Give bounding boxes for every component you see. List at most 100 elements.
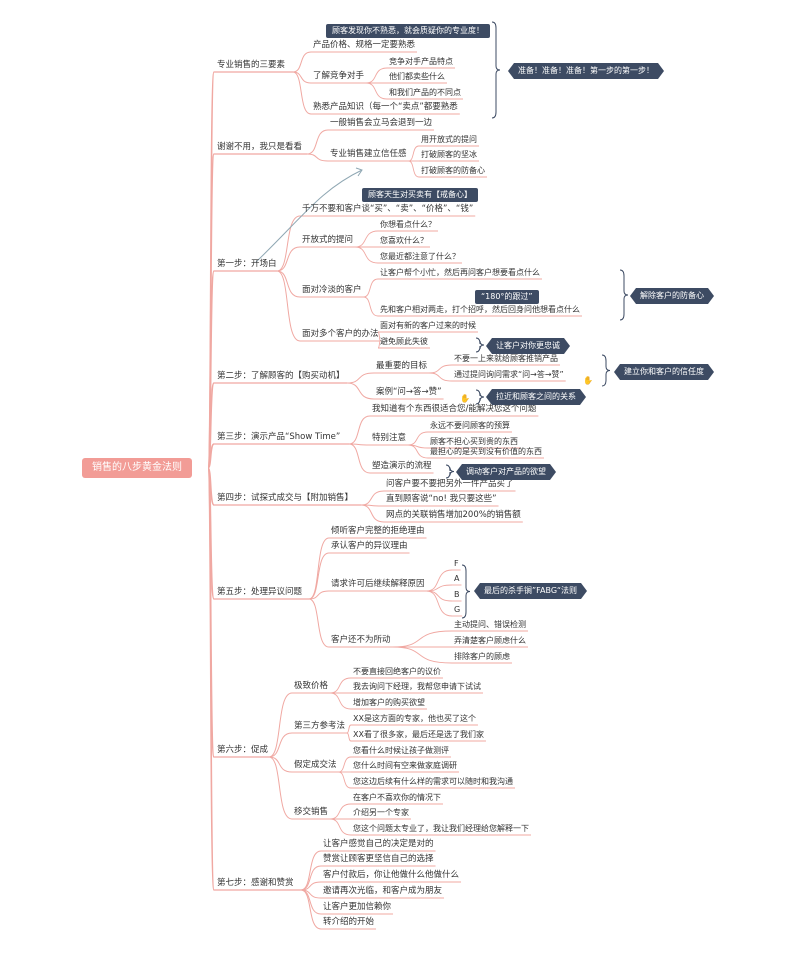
step-label: 第四步：试探式成交与【附加销售】 xyxy=(217,493,354,503)
step-to-branch-line xyxy=(300,865,322,891)
branch-to-leaf-line xyxy=(426,590,453,602)
branch-to-leaf-line xyxy=(429,364,453,374)
leaf-label: 顾客不担心买到贵的东西 xyxy=(430,437,518,446)
branch-label: 最重要的目标 xyxy=(376,361,428,371)
step-to-branch-line xyxy=(276,270,301,298)
step-to-branch-line xyxy=(308,590,330,600)
branch-to-leaf-line xyxy=(363,296,379,317)
step-label: 第六步：促成 xyxy=(217,745,269,755)
callout-note: 顾客发现你不熟悉，就会质疑你的专业度！ xyxy=(326,24,490,38)
step-to-branch-line xyxy=(360,504,385,523)
root-to-step-line xyxy=(207,467,215,891)
leaf-label: 他们都卖些什么 xyxy=(389,72,445,81)
step-to-branch-line xyxy=(306,129,329,155)
branch-to-leaf-line xyxy=(365,67,388,84)
callout-note: 顾客天生对买卖有【戒备心】 xyxy=(362,188,478,202)
branch-label: 第三方参考法 xyxy=(294,721,346,731)
leaf-label: 主动提问、错误检测 xyxy=(454,620,526,629)
leaf-label: G xyxy=(454,605,461,614)
summary-brace xyxy=(601,354,611,387)
summary-tag: 建立你和客户的信任度 xyxy=(614,364,714,380)
step-to-branch-line xyxy=(276,270,301,342)
leaf-label: 用开放式的提问 xyxy=(421,135,477,144)
step-to-branch-line xyxy=(268,756,293,820)
branch-to-leaf-line xyxy=(329,803,352,820)
branch-to-leaf-line xyxy=(408,160,420,178)
leaf-label: 让客户帮个小忙，然后再问客户想要看点什么 xyxy=(380,268,540,277)
branch-label: 客户还不为所动 xyxy=(331,635,391,645)
callout-note: “180°的跟过” xyxy=(475,290,539,304)
step-label: 谢谢不用，我只是看看 xyxy=(217,142,303,152)
branch-to-leaf-line xyxy=(426,590,453,617)
leaf-label: 您看什么时候让孩子做测评 xyxy=(353,746,449,755)
summary-brace xyxy=(491,21,501,119)
branch-to-leaf-line xyxy=(338,756,352,773)
branch-label: 极致价格 xyxy=(294,681,329,691)
branch-label: 塑造演示的流程 xyxy=(372,461,432,471)
leaf-label: 你想看点什么？ xyxy=(380,220,436,229)
branch-label: 让客户感觉自己的决定是对的 xyxy=(323,839,434,849)
branch-label: 承认客户的异议理由 xyxy=(331,541,408,551)
step-to-branch-line xyxy=(308,598,330,648)
branch-label: 专业销售建立信任感 xyxy=(330,149,407,159)
step-to-branch-line xyxy=(300,850,322,891)
leaf-label: 增加客户的购买欲望 xyxy=(353,698,425,707)
leaf-label: 避免顾此失彼 xyxy=(380,337,428,346)
summary-brace xyxy=(619,269,629,321)
branch-label: 千万不要和客户谈“买”、“卖”、“价格”、“钱” xyxy=(302,204,474,214)
leaf-label: 排除客户的顾虑 xyxy=(454,652,510,661)
branch-label: 面对多个客户的办法 xyxy=(302,329,379,339)
branch-to-leaf-line xyxy=(346,724,352,734)
step-to-branch-line xyxy=(348,443,371,474)
branch-label: 产品价格、规格一定要熟悉 xyxy=(313,40,416,50)
step-to-branch-line xyxy=(276,246,301,272)
step-label: 第七步：感谢和赞赏 xyxy=(217,878,294,888)
summary-brace xyxy=(475,389,485,405)
branch-to-leaf-line xyxy=(407,444,429,459)
step-to-branch-line xyxy=(308,537,330,600)
step-to-branch-line xyxy=(360,490,385,506)
hand-icon: ✋ xyxy=(460,394,470,403)
branch-label: 面对冷淡的客户 xyxy=(302,285,362,295)
leaf-label: 不要直接回绝客户的议价 xyxy=(353,667,441,676)
step-to-branch-line xyxy=(300,889,322,915)
leaf-label: 在客户不喜欢你的情况下 xyxy=(353,793,441,802)
branch-to-leaf-line xyxy=(426,569,453,592)
branch-label: 了解竞争对手 xyxy=(313,71,365,81)
step-to-branch-line xyxy=(268,756,293,773)
summary-tag: 最后的杀手锏”FABG“法则 xyxy=(474,583,587,599)
leaf-label: 弄清楚客户顾虑什么 xyxy=(454,636,526,645)
branch-to-leaf-line xyxy=(392,630,453,648)
branch-to-leaf-line xyxy=(329,692,352,710)
step-label: 第五步：处理异议问题 xyxy=(217,587,303,597)
leaf-label: 介绍另一个专家 xyxy=(353,808,409,817)
branch-label: 倾听客户完整的拒绝理由 xyxy=(331,526,425,536)
summary-tag: 让客户对你更忠诚 xyxy=(486,338,570,354)
leaf-label: 您喜欢什么？ xyxy=(380,236,428,245)
leaf-label: 我去询问下经理，我帮您申请下试试 xyxy=(353,682,481,691)
step-to-branch-line xyxy=(292,71,312,115)
step-to-branch-line xyxy=(292,51,312,73)
branch-label: 网点的关联销售增加200%的销售额 xyxy=(386,510,521,520)
branch-label: 转介绍的开始 xyxy=(323,917,375,927)
leaf-label: 竞争对手产品特点 xyxy=(389,57,453,66)
summary-brace xyxy=(475,337,485,353)
step-to-branch-line xyxy=(306,153,329,162)
leaf-label: 永远不要问顾客的预算 xyxy=(430,421,510,430)
step-to-branch-line xyxy=(276,215,301,272)
step-label: 第三步：演示产品“Show Time” xyxy=(217,432,341,442)
step-to-branch-line xyxy=(308,552,330,600)
branch-to-leaf-line xyxy=(354,230,379,248)
branch-label: 移交销售 xyxy=(294,807,329,817)
branch-to-leaf-line xyxy=(346,732,352,742)
branch-label: 我知道有个东西很适合您/能解决您这个问题 xyxy=(372,404,537,414)
summary-tag: 解除客户的防备心 xyxy=(630,288,714,304)
step-label: 专业销售的三要素 xyxy=(217,60,286,70)
step-label: 第二步：了解顾客的【购买动机】 xyxy=(217,371,345,381)
relation-arrowhead xyxy=(355,167,363,177)
branch-label: 邀请再次光临，和客户成为朋友 xyxy=(323,886,443,896)
branch-to-leaf-line xyxy=(408,145,420,162)
leaf-label: 先和客户相对两走，打个招呼，然后回身问他想看点什么 xyxy=(380,305,580,314)
